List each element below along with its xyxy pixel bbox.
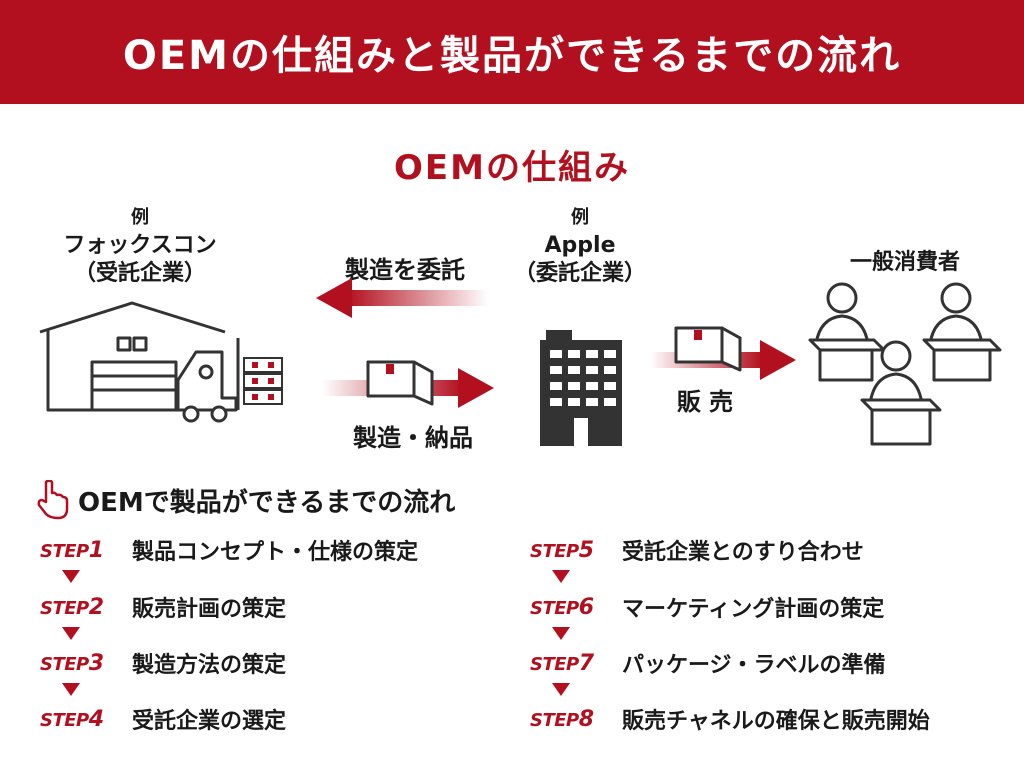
step-text: 受託企業とのすり合わせ — [622, 540, 864, 565]
pallet-boxes-icon — [243, 357, 283, 405]
step-tag: STEP7 — [530, 650, 594, 676]
step-4: STEP4 受託企業の選定 — [40, 704, 287, 735]
down-triangle-icon — [552, 570, 570, 583]
hand-pointer-icon — [37, 480, 69, 520]
step-text: 製品コンセプト・仕様の策定 — [132, 540, 419, 565]
step-tag: STEP5 — [530, 537, 594, 563]
consumer-icon — [860, 340, 942, 446]
flow-heading: OEMで製品ができるまでの流れ — [36, 480, 455, 520]
contractor-label: 例 フォックスコン （受託企業） — [40, 204, 240, 288]
step-text: 販売チャネルの確保と販売開始 — [622, 709, 930, 734]
consumer-label: 一般消費者 — [849, 250, 960, 275]
arrow-right-icon — [322, 368, 494, 408]
header-banner: OEMの仕組みと製品ができるまでの流れ — [0, 0, 1024, 104]
contractor-example: 例 — [131, 207, 149, 228]
step-tag: STEP2 — [40, 594, 104, 620]
step-text: 受託企業の選定 — [132, 709, 287, 734]
client-example: 例 — [571, 207, 589, 228]
step-tag: STEP3 — [40, 650, 104, 676]
step-tag: STEP1 — [40, 537, 104, 563]
down-triangle-icon — [62, 570, 80, 583]
consumer-icon — [808, 282, 886, 382]
step-tag: STEP6 — [530, 594, 594, 620]
down-triangle-icon — [552, 627, 570, 640]
step-5: STEP5 受託企業とのすり合わせ — [530, 535, 864, 566]
step-text: 製造方法の策定 — [132, 653, 287, 678]
down-triangle-icon — [62, 627, 80, 640]
client-role: （委託企業） — [513, 261, 646, 286]
page-title: OEMの仕組みと製品ができるまでの流れ — [122, 33, 902, 79]
step-text: マーケティング計画の策定 — [622, 597, 885, 622]
step-tag: STEP8 — [530, 706, 594, 732]
arrow-right-icon — [650, 340, 796, 380]
step-8: STEP8 販売チャネルの確保と販売開始 — [530, 704, 930, 735]
step-1: STEP1 製品コンセプト・仕様の策定 — [40, 535, 419, 566]
flow-heading-text: OEMで製品ができるまでの流れ — [78, 487, 456, 518]
box-icon — [366, 360, 434, 406]
client-label: 例 Apple （委託企業） — [500, 204, 660, 288]
section-title: OEMの仕組み — [394, 148, 630, 188]
step-6: STEP6 マーケティング計画の策定 — [530, 592, 885, 623]
contractor-role: （受託企業） — [73, 261, 206, 286]
client-name: Apple — [544, 233, 616, 258]
contractor-name: フォックスコン — [63, 233, 217, 258]
building-icon — [540, 330, 622, 446]
commission-label: 製造を委託 — [345, 256, 465, 284]
sell-label: 販 売 — [676, 388, 734, 416]
step-3: STEP3 製造方法の策定 — [40, 648, 287, 679]
step-7: STEP7 パッケージ・ラベルの準備 — [530, 648, 886, 679]
down-triangle-icon — [62, 683, 80, 696]
box-icon — [674, 326, 742, 372]
factory-icon — [39, 301, 226, 412]
step-tag: STEP4 — [40, 706, 104, 732]
down-triangle-icon — [552, 683, 570, 696]
step-text: パッケージ・ラベルの準備 — [622, 653, 886, 678]
forklift-icon — [176, 338, 240, 423]
step-text: 販売計画の策定 — [132, 597, 287, 622]
step-2: STEP2 販売計画の策定 — [40, 592, 287, 623]
consumer-icon — [922, 282, 1002, 382]
deliver-label: 製造・納品 — [353, 424, 473, 452]
